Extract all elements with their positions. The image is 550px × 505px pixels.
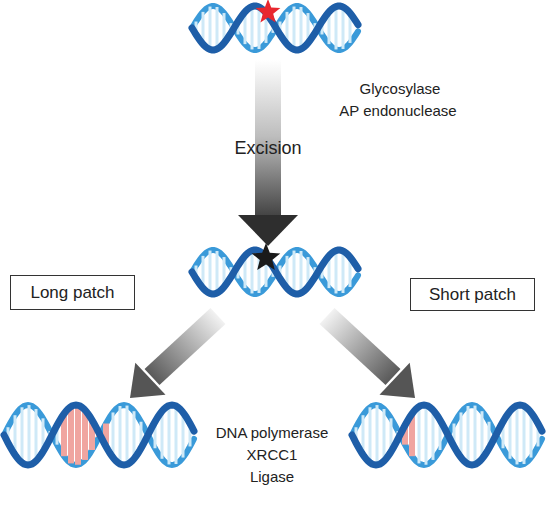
repair-patch <box>75 405 81 464</box>
base-pair <box>300 7 303 49</box>
dna-helix <box>192 6 358 50</box>
base-pair <box>293 251 296 294</box>
base-pair <box>342 251 345 293</box>
base-pair <box>216 251 219 293</box>
enzyme-label: AP endonuclease <box>339 102 456 119</box>
base-pair <box>432 410 435 460</box>
pathway-box: Short patch <box>410 278 535 311</box>
base-pair <box>335 251 338 294</box>
base-pair <box>209 7 212 50</box>
base-pair <box>342 7 345 49</box>
base-pair <box>425 405 428 464</box>
base-pair <box>175 406 178 464</box>
base-pair <box>216 7 219 49</box>
damage-star <box>256 0 281 23</box>
base-pair <box>126 406 129 465</box>
base-pair <box>300 251 303 293</box>
box-label: Long patch <box>30 283 114 303</box>
dna-strand <box>192 6 358 50</box>
arrow-shaft <box>327 316 393 377</box>
base-pair <box>467 406 470 464</box>
dna-strand <box>352 405 542 465</box>
base-pair <box>369 407 372 462</box>
step-label: Excision <box>234 138 301 159</box>
dna-strand <box>192 6 358 50</box>
base-pair <box>251 251 254 294</box>
base-pair <box>209 251 212 294</box>
base-pair <box>35 409 38 461</box>
arrow-head <box>130 363 166 398</box>
enzyme-label: Glycosylase <box>360 80 441 97</box>
base-pair <box>21 407 24 462</box>
enzyme-label: Ligase <box>250 468 294 485</box>
dna-strand <box>4 405 194 465</box>
base-pair <box>251 7 254 50</box>
pathway-box: Long patch <box>10 275 135 310</box>
base-pair <box>293 7 296 50</box>
dna-helices <box>4 6 542 465</box>
repair-patch <box>68 407 74 464</box>
base-pair <box>383 409 386 461</box>
base-pair <box>335 7 338 50</box>
dna-helix <box>352 405 542 465</box>
base-pair <box>516 406 519 465</box>
base-pair <box>418 407 421 464</box>
arrow-head <box>238 215 298 246</box>
base-pair <box>168 406 171 465</box>
base-pair <box>474 406 477 465</box>
enzyme-label: XRCC1 <box>247 446 298 463</box>
base-pair <box>376 405 379 465</box>
ap-site-star <box>252 243 281 270</box>
dna-strand <box>352 405 542 465</box>
dna-helix <box>4 405 194 465</box>
base-pair <box>523 406 526 464</box>
base-pair <box>28 405 31 465</box>
box-label: Short patch <box>429 285 516 305</box>
arrow-head <box>380 363 416 398</box>
enzyme-label: DNA polymerase <box>216 424 329 441</box>
base-pair <box>258 7 261 49</box>
arrow-shaft <box>152 316 218 377</box>
dna-strand <box>4 405 194 465</box>
base-pair <box>119 406 122 464</box>
